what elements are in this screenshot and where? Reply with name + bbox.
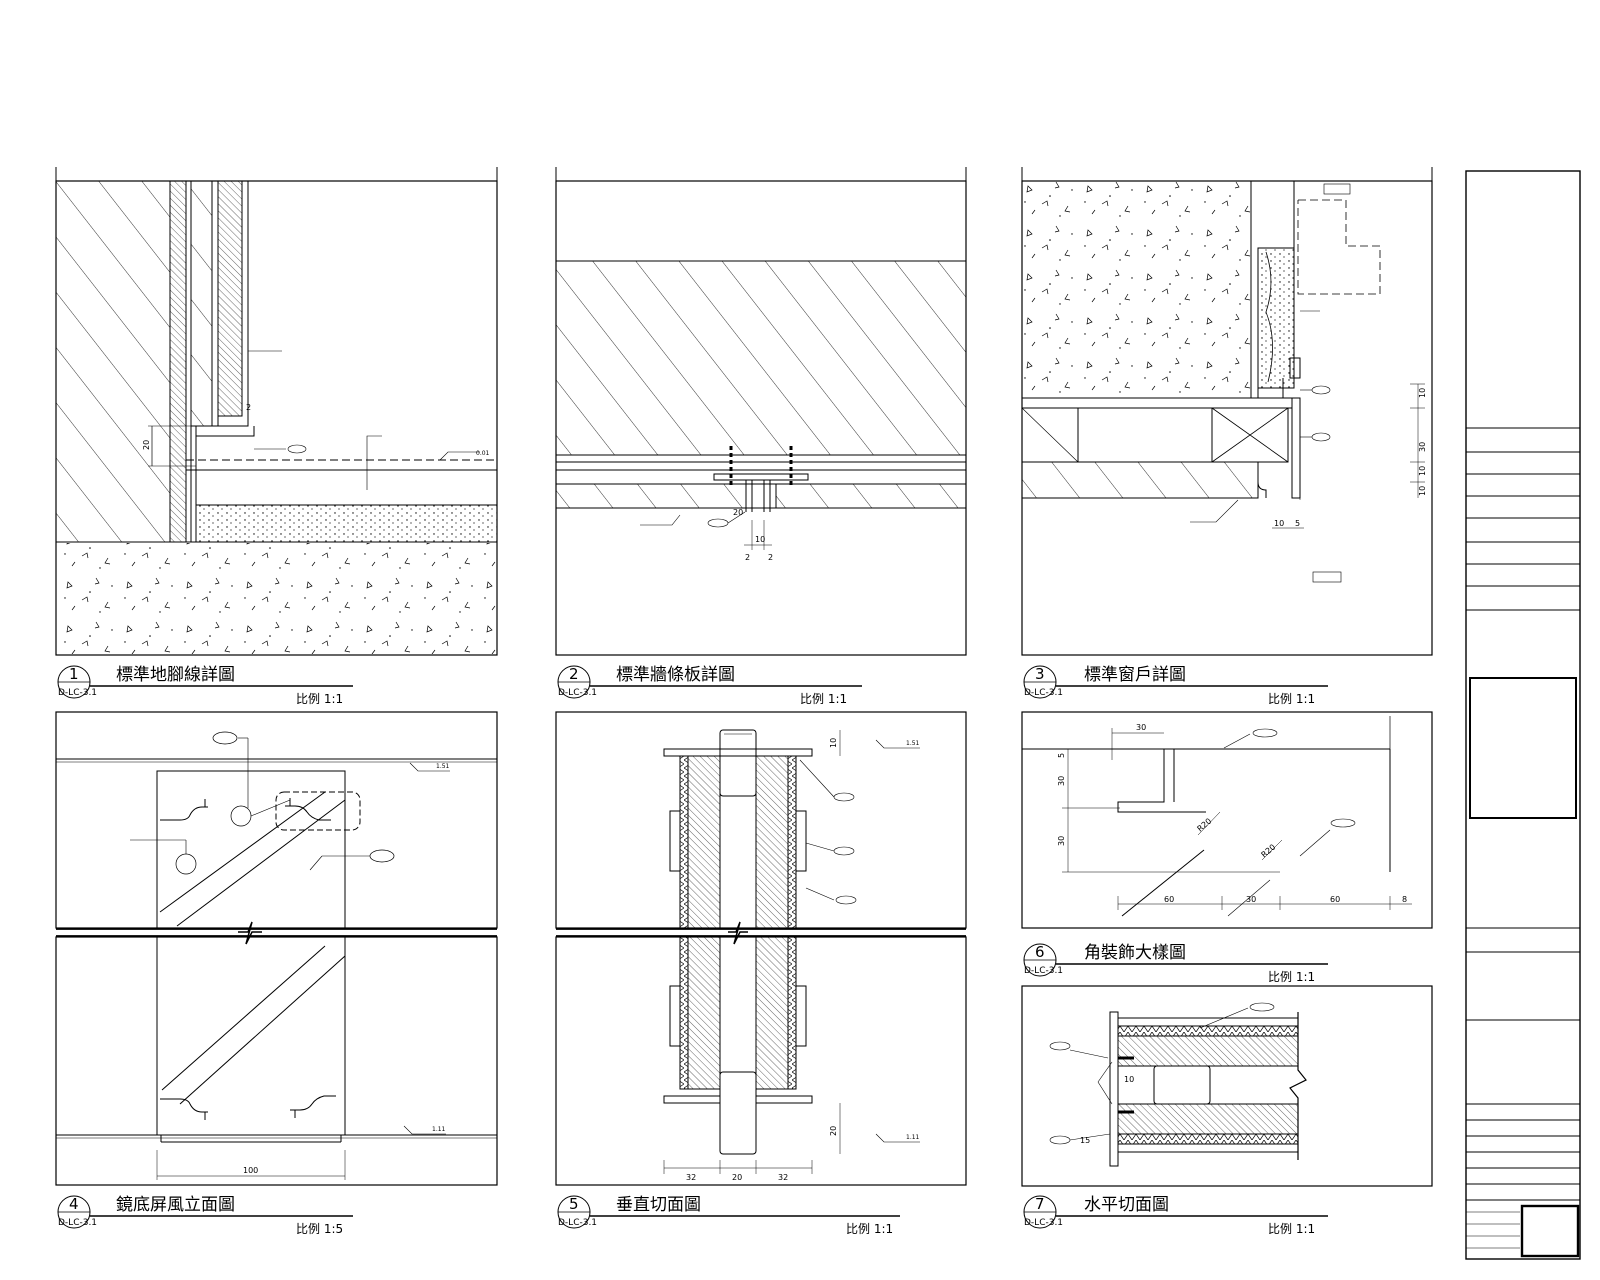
detail-4-scale: 比例 1:5 xyxy=(296,1222,343,1236)
detail-6-scale: 比例 1:1 xyxy=(1268,970,1315,984)
dim-d5-10: 10 xyxy=(829,738,838,748)
detail-2-heading: 標準牆條板詳圖 xyxy=(616,665,735,685)
detail-3-drawing xyxy=(1021,167,1433,656)
dim-d2-10: 10 xyxy=(755,535,765,544)
dim-d5-32b: 32 xyxy=(778,1173,788,1182)
detail-6-heading: 角裝飾大樣圖 xyxy=(1084,943,1186,963)
dim-d7-10: 10 xyxy=(1124,1075,1134,1084)
dim-d3-30: 30 xyxy=(1418,442,1427,452)
dim-d3-10: 10 xyxy=(1274,519,1284,528)
detail-4-ref: D-LC-3.1 xyxy=(58,1218,97,1228)
detail-7-heading: 水平切面圖 xyxy=(1084,1195,1169,1215)
detail-5-ref: D-LC-3.1 xyxy=(558,1218,597,1228)
dim-d3-5: 5 xyxy=(1295,519,1300,528)
detail-5-scale: 比例 1:1 xyxy=(846,1222,893,1236)
detail-4-number: 4 xyxy=(69,1195,79,1213)
dim-d2-2a: 2 xyxy=(745,553,750,562)
detail-1-drawing xyxy=(55,167,498,656)
detail-2-number: 2 xyxy=(569,665,579,683)
dim-d2-2b: 2 xyxy=(768,553,773,562)
detail-3-ref: D-LC-3.1 xyxy=(1024,688,1063,698)
detail-5-number: 5 xyxy=(569,1195,579,1213)
detail-1-ref: D-LC-3.1 xyxy=(58,688,97,698)
detail-6-title: 6 D-LC-3.1 角裝飾大樣圖 比例 1:1 xyxy=(1023,943,1328,984)
dim-d4-100: 100 xyxy=(243,1166,258,1175)
detail-3-number: 3 xyxy=(1035,665,1045,683)
detail-7-title: 7 D-LC-3.1 水平切面圖 比例 1:1 xyxy=(1023,1195,1328,1236)
detail-5-title: 5 D-LC-3.1 垂直切面圖 比例 1:1 xyxy=(557,1195,900,1236)
dim-d6-30b: 30 xyxy=(1057,836,1066,846)
dim-d6-r20b: R20 xyxy=(1260,843,1278,860)
detail-3-scale: 比例 1:1 xyxy=(1268,692,1315,706)
detail-3-title: 3 D-LC-3.1 標準窗戶詳圖 比例 1:1 xyxy=(1023,665,1328,706)
dim-d3-10a: 10 xyxy=(1418,388,1427,398)
dim-d6-60a: 60 xyxy=(1164,895,1174,904)
detail-7-drawing xyxy=(1021,985,1433,1187)
dim-d6-30a: 30 xyxy=(1057,776,1066,786)
level-d5a: 1.51 xyxy=(906,740,920,747)
dim-d7-15: 15 xyxy=(1080,1136,1090,1145)
detail-2-title: 2 D-LC-3.1 標準牆條板詳圖 比例 1:1 xyxy=(557,665,862,706)
dim-d3-10c: 10 xyxy=(1418,486,1427,496)
detail-6-number: 6 xyxy=(1035,943,1045,961)
sheet-title-strip xyxy=(1465,170,1581,1260)
level-d1: 0.01 xyxy=(476,450,490,457)
dim-d5-20w: 20 xyxy=(732,1173,742,1182)
level-d4a: 1.51 xyxy=(436,763,450,770)
detail-1-scale: 比例 1:1 xyxy=(296,692,343,706)
dim-d6-8: 8 xyxy=(1402,895,1407,904)
dim-d6-r20a: R20 xyxy=(1196,817,1214,834)
detail-2-scale: 比例 1:1 xyxy=(800,692,847,706)
dim-d5-32a: 32 xyxy=(686,1173,696,1182)
detail-1-number: 1 xyxy=(69,665,79,683)
detail-2-ref: D-LC-3.1 xyxy=(558,688,597,698)
detail-4-drawing xyxy=(55,711,498,1186)
detail-6-ref: D-LC-3.1 xyxy=(1024,966,1063,976)
dim-d1-20: 20 xyxy=(142,440,151,450)
dim-d5-20: 20 xyxy=(829,1126,838,1136)
dim-d6-30: 30 xyxy=(1246,895,1256,904)
detail-1-heading: 標準地腳線詳圖 xyxy=(116,665,235,685)
dim-d6-60b: 60 xyxy=(1330,895,1340,904)
detail-5-heading: 垂直切面圖 xyxy=(616,1195,701,1215)
dim-d1-2: 2 xyxy=(246,403,251,412)
detail-6-drawing xyxy=(1021,711,1433,929)
detail-3-heading: 標準窗戶詳圖 xyxy=(1084,665,1186,685)
dim-d3-10b: 10 xyxy=(1418,466,1427,476)
detail-5-drawing xyxy=(555,711,967,1186)
dim-d6-30: 30 xyxy=(1136,723,1146,732)
detail-7-scale: 比例 1:1 xyxy=(1268,1222,1315,1236)
detail-7-ref: D-LC-3.1 xyxy=(1024,1218,1063,1228)
detail-1-title: 1 D-LC-3.1 標準地腳線詳圖 比例 1:1 xyxy=(57,665,353,706)
level-d5b: 1.11 xyxy=(906,1134,920,1141)
detail-4-heading: 鏡底屏風立面圖 xyxy=(116,1195,235,1215)
dim-d6-5: 5 xyxy=(1057,753,1066,758)
detail-7-number: 7 xyxy=(1035,1195,1045,1213)
dim-d2-20: 20 xyxy=(733,508,743,517)
detail-2-drawing xyxy=(555,167,967,656)
level-d4b: 1.11 xyxy=(432,1126,446,1133)
detail-4-title: 4 D-LC-3.1 鏡底屏風立面圖 比例 1:5 xyxy=(57,1195,353,1236)
